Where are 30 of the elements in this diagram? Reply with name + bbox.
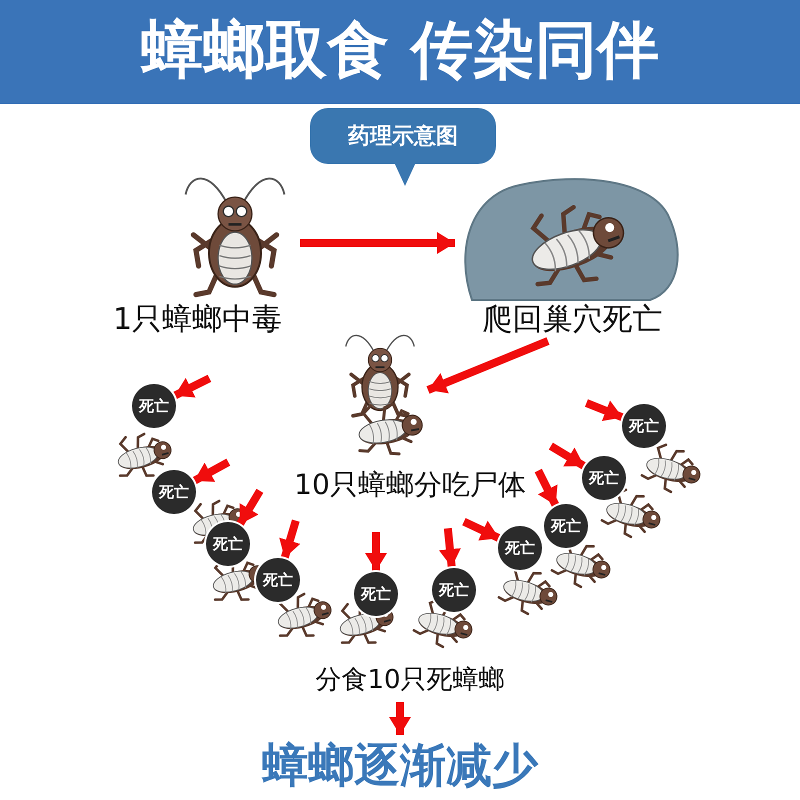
status-badge: 死亡 xyxy=(256,558,300,602)
arrow xyxy=(172,374,212,400)
status-badge: 死亡 xyxy=(132,384,176,428)
step-caption: 1只蟑螂中毒 xyxy=(113,301,282,339)
status-badge: 死亡 xyxy=(152,470,196,514)
title-text: 蟑螂取食 传染同伴 xyxy=(140,12,660,88)
status-badge: 死亡 xyxy=(432,568,476,612)
arrow xyxy=(438,528,461,568)
speech-bubble: 药理示意图 xyxy=(310,108,496,164)
step-caption: 分食10只死蟑螂 xyxy=(314,664,506,697)
arrow xyxy=(462,518,501,542)
status-badge: 死亡 xyxy=(622,404,666,448)
arrow xyxy=(192,458,230,484)
arrow xyxy=(279,519,300,560)
step-caption: 10只蟑螂分吃尸体 xyxy=(293,467,527,503)
status-badge: 死亡 xyxy=(544,504,588,548)
status-badge: 死亡 xyxy=(498,526,542,570)
arrow xyxy=(365,532,387,571)
arrow xyxy=(548,442,586,470)
arrow xyxy=(426,337,550,394)
status-badge: 死亡 xyxy=(206,522,250,566)
result-text: 蟑螂逐渐减少 xyxy=(260,737,540,794)
status-badge: 死亡 xyxy=(354,572,398,616)
step-caption: 爬回巢穴死亡 xyxy=(482,301,664,339)
arrow xyxy=(534,468,560,508)
arrow xyxy=(584,399,624,422)
arrow xyxy=(300,232,455,254)
arrow xyxy=(236,488,264,526)
arrow xyxy=(389,702,411,735)
status-badge: 死亡 xyxy=(582,456,626,500)
